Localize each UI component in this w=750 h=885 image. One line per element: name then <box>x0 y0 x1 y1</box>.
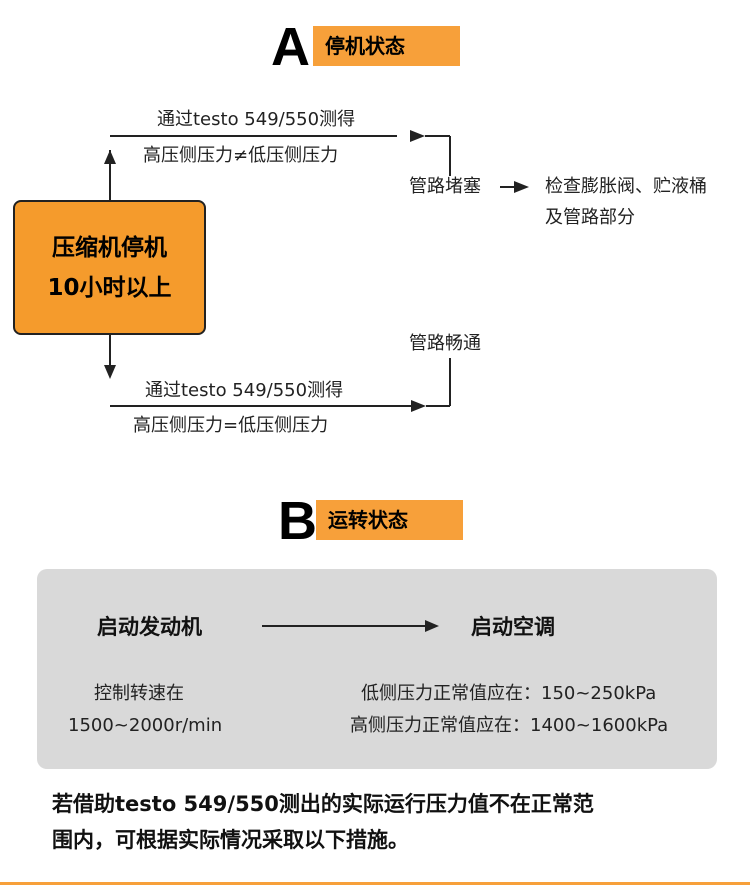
lower-branch-line-1: 通过testo 549/550测得 <box>145 380 344 401</box>
arrow-down <box>104 365 116 379</box>
high-pressure-range: 高侧压力正常值应在：1400~1600kPa <box>350 715 669 736</box>
pipe-blocked-label: 管路堵塞 <box>409 176 481 197</box>
arrow-up <box>104 150 116 164</box>
check-line-1: 检查膨胀阀、贮液桶 <box>545 176 707 197</box>
section-a-label: 停机状态 <box>313 26 460 66</box>
node-line-1: 压缩机停机 <box>52 234 167 261</box>
running-state-panel <box>37 569 717 769</box>
arrow-right-upper <box>410 130 425 142</box>
section-b-letter: B <box>278 491 317 551</box>
footer-line-2: 围内，可根据实际情况采取以下措施。 <box>52 828 409 852</box>
check-line-2: 及管路部分 <box>545 207 635 228</box>
low-pressure-range: 低侧压力正常值应在：150~250kPa <box>361 683 657 704</box>
flow-connectors <box>104 130 529 412</box>
pipe-clear-label: 管路畅通 <box>409 333 481 354</box>
upper-branch-line-1: 通过testo 549/550测得 <box>157 109 356 130</box>
arrow-right-lower <box>411 400 426 412</box>
section-b-label: 运转状态 <box>316 500 463 540</box>
compressor-stopped-node: 压缩机停机 10小时以上 <box>13 200 206 335</box>
start-ac-label: 启动空调 <box>471 615 555 639</box>
lower-branch-line-2: 高压侧压力=低压侧压力 <box>133 415 329 436</box>
footer-line-1: 若借助testo 549/550测出的实际运行压力值不在正常范 <box>52 792 594 816</box>
section-a-letter: A <box>271 17 310 77</box>
footer-divider <box>0 882 750 885</box>
start-engine-label: 启动发动机 <box>97 615 202 639</box>
flow-arrow-right <box>262 620 439 632</box>
footer-note: 若借助testo 549/550测出的实际运行压力值不在正常范 围内，可根据实际… <box>52 786 712 858</box>
upper-branch-line-2: 高压侧压力≠低压侧压力 <box>143 145 339 166</box>
node-line-2: 10小时以上 <box>47 274 172 301</box>
speed-line-1: 控制转速在 <box>94 683 184 704</box>
speed-line-2: 1500~2000r/min <box>68 715 223 736</box>
arrow-right-check <box>514 181 529 193</box>
